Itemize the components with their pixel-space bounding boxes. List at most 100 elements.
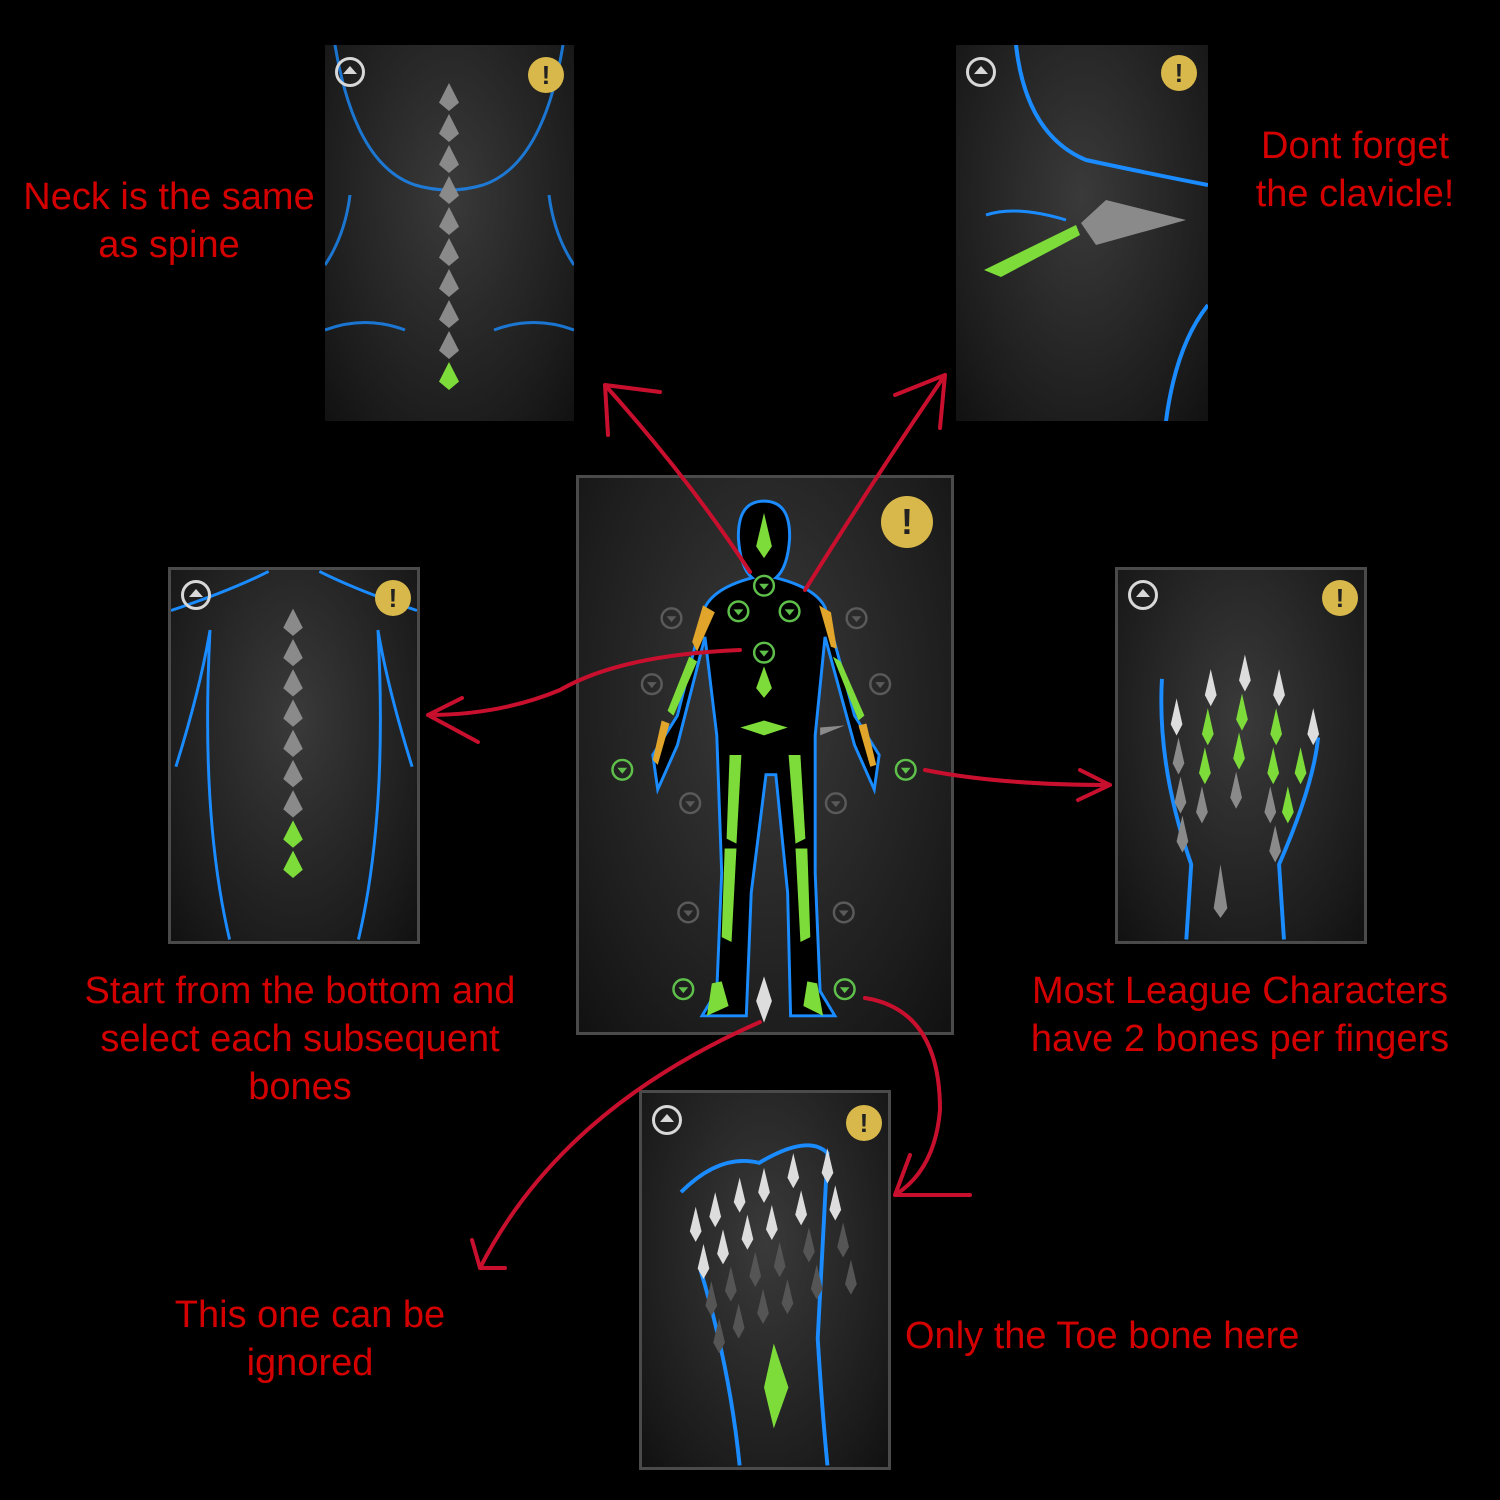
body-silhouette — [651, 499, 881, 1018]
neck-bone[interactable] — [439, 238, 459, 266]
foot-bone[interactable] — [689, 1206, 702, 1242]
warning-icon[interactable]: ! — [528, 57, 564, 93]
neck-panel: ! — [325, 45, 574, 421]
foot-bone[interactable] — [697, 1243, 710, 1280]
foot-bone[interactable] — [829, 1185, 842, 1221]
joint-marker[interactable] — [660, 607, 683, 630]
finger-bone[interactable] — [1230, 771, 1242, 809]
finger-bone[interactable] — [1233, 732, 1245, 770]
warning-icon[interactable]: ! — [881, 496, 933, 548]
neck-bone[interactable] — [439, 83, 459, 111]
neck-bone[interactable] — [439, 176, 459, 204]
warning-icon[interactable]: ! — [1322, 580, 1358, 616]
finger-bone[interactable] — [1199, 747, 1211, 785]
finger-bone[interactable] — [1196, 786, 1208, 824]
foot-bone[interactable] — [741, 1214, 754, 1250]
back-button[interactable] — [966, 57, 996, 87]
back-button[interactable] — [652, 1105, 682, 1135]
joint-marker[interactable] — [894, 758, 917, 781]
joint-marker[interactable] — [611, 758, 634, 781]
back-button[interactable] — [1128, 580, 1158, 610]
toe-bone-selected — [764, 1343, 789, 1429]
neck-bone[interactable] — [439, 269, 459, 297]
joint-marker[interactable] — [824, 792, 847, 815]
spine-bone[interactable] — [283, 638, 303, 667]
foot-bone[interactable] — [709, 1192, 722, 1228]
spine-panel: ! — [168, 567, 420, 944]
finger-bone[interactable] — [1282, 786, 1294, 824]
foot-bone[interactable] — [803, 1227, 815, 1263]
joint-marker[interactable] — [752, 574, 776, 597]
foot-bone[interactable] — [773, 1241, 786, 1278]
finger-bone[interactable] — [1270, 708, 1282, 746]
foot-bone[interactable] — [757, 1288, 769, 1324]
foot-bone[interactable] — [717, 1229, 729, 1265]
finger-bone[interactable] — [1174, 776, 1187, 814]
neck-bone[interactable] — [439, 145, 459, 173]
foot-bone[interactable] — [713, 1318, 725, 1354]
foot-bone[interactable] — [810, 1264, 823, 1300]
spine-bone[interactable] — [283, 850, 303, 879]
finger-bone[interactable] — [1176, 815, 1189, 853]
warning-icon[interactable]: ! — [375, 580, 411, 616]
foot-bone[interactable] — [781, 1279, 794, 1315]
foot-bone[interactable] — [821, 1148, 834, 1184]
foot-bone[interactable] — [787, 1153, 800, 1189]
joint-marker[interactable] — [869, 673, 892, 696]
joint-marker[interactable] — [833, 978, 856, 1001]
neck-bone[interactable] — [439, 362, 459, 390]
finger-bone[interactable] — [1273, 669, 1285, 707]
foot-bone[interactable] — [795, 1190, 807, 1226]
finger-bone[interactable] — [1236, 693, 1248, 731]
spine-bone[interactable] — [283, 669, 303, 697]
finger-bone[interactable] — [1294, 747, 1307, 785]
body-panel: ! — [576, 475, 954, 1035]
joint-marker[interactable] — [778, 600, 801, 623]
spine-view — [171, 570, 417, 940]
joint-marker[interactable] — [832, 901, 855, 924]
back-button[interactable] — [335, 57, 365, 87]
spine-bone[interactable] — [283, 729, 303, 757]
warning-icon[interactable]: ! — [846, 1105, 882, 1141]
finger-bone[interactable] — [1170, 698, 1183, 736]
neck-bone[interactable] — [439, 300, 459, 328]
finger-bone[interactable] — [1307, 708, 1320, 746]
neck-bone[interactable] — [439, 207, 459, 235]
spine-bone[interactable] — [283, 759, 303, 788]
finger-bone[interactable] — [1267, 747, 1280, 785]
finger-bone[interactable] — [1204, 669, 1217, 707]
finger-bone[interactable] — [1269, 825, 1282, 863]
foot-bone[interactable] — [837, 1222, 849, 1258]
foot-bone[interactable] — [845, 1259, 857, 1295]
warning-icon[interactable]: ! — [1161, 55, 1197, 91]
back-button[interactable] — [181, 580, 211, 610]
joint-marker[interactable] — [727, 600, 750, 623]
clavicle-view — [984, 45, 1208, 421]
joint-marker[interactable] — [672, 978, 695, 1001]
joint-marker[interactable] — [679, 792, 702, 815]
foot-bone[interactable] — [724, 1266, 737, 1302]
foot-bone[interactable] — [732, 1303, 745, 1339]
finger-bone[interactable] — [1264, 786, 1277, 824]
neck-bone[interactable] — [439, 114, 459, 142]
foot-bone[interactable] — [758, 1167, 770, 1203]
spine-bone[interactable] — [283, 699, 303, 727]
foot-bone[interactable] — [705, 1280, 718, 1317]
joint-marker[interactable] — [677, 901, 700, 924]
spine-bone[interactable] — [283, 608, 303, 636]
finger-bone[interactable] — [1201, 708, 1214, 746]
neck-view — [325, 45, 574, 390]
spine-bone[interactable] — [283, 790, 303, 818]
foot-bone[interactable] — [749, 1251, 762, 1287]
joint-marker[interactable] — [845, 607, 868, 630]
foot-bone[interactable] — [733, 1177, 746, 1213]
spine-bone[interactable] — [283, 820, 303, 848]
joint-marker[interactable] — [640, 673, 663, 696]
foot-bone[interactable] — [765, 1204, 778, 1240]
finger-bone[interactable] — [1239, 654, 1251, 692]
neck-bone[interactable] — [439, 331, 459, 359]
joint-marker[interactable] — [752, 641, 776, 664]
finger-bone[interactable] — [1172, 737, 1185, 775]
